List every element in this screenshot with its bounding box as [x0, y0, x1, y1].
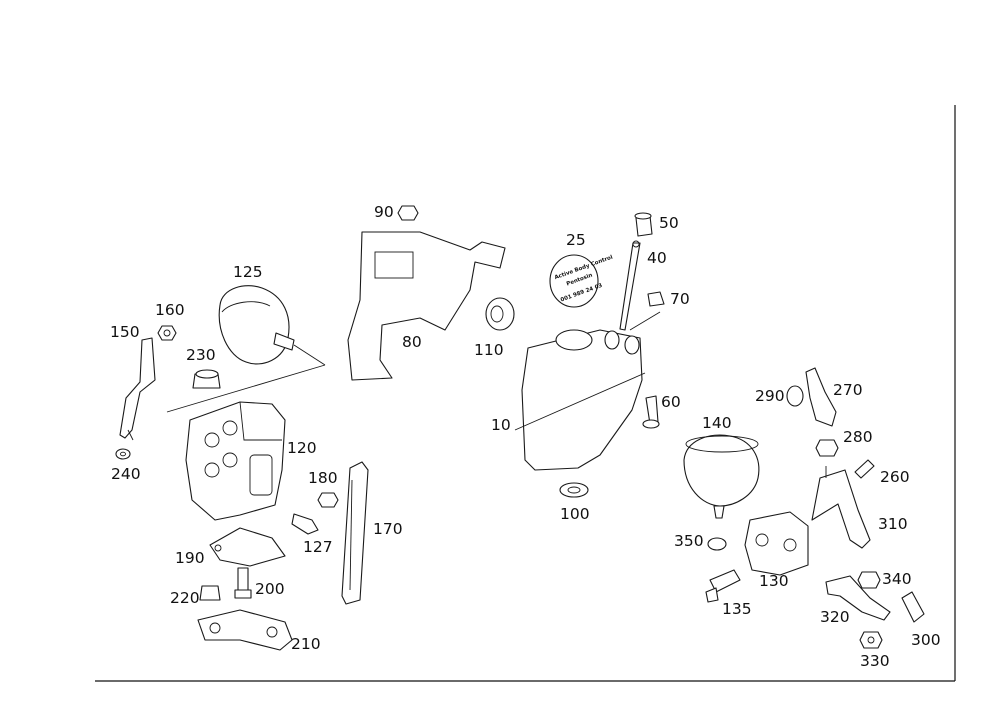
part-50-cap[interactable]: [634, 212, 653, 237]
part-120-valve-block[interactable]: [185, 401, 286, 521]
part-127-fitting[interactable]: [291, 513, 319, 535]
callout-190[interactable]: 190: [175, 549, 205, 567]
part-300-sensor[interactable]: [901, 591, 925, 623]
callout-230[interactable]: 230: [186, 346, 216, 364]
callout-170[interactable]: 170: [373, 520, 403, 538]
part-80-bracket[interactable]: [347, 231, 506, 381]
part-220-mount[interactable]: [199, 585, 221, 601]
callout-127[interactable]: 127: [303, 538, 333, 556]
callout-270[interactable]: 270: [833, 381, 863, 399]
callout-160[interactable]: 160: [155, 301, 185, 319]
callout-310[interactable]: 310: [878, 515, 908, 533]
callout-300[interactable]: 300: [911, 631, 941, 649]
part-260-bolt[interactable]: [854, 459, 875, 479]
part-125-accumulator[interactable]: [166, 285, 326, 413]
part-240-washer[interactable]: [115, 448, 131, 460]
callout-40[interactable]: 40: [647, 249, 667, 267]
callout-80[interactable]: 80: [402, 333, 422, 351]
callout-320[interactable]: 320: [820, 608, 850, 626]
callout-340[interactable]: 340: [882, 570, 912, 588]
part-200-bolt[interactable]: [234, 567, 252, 599]
callout-60[interactable]: 60: [661, 393, 681, 411]
part-310-bracket[interactable]: [811, 466, 871, 549]
callout-330[interactable]: 330: [860, 652, 890, 670]
part-130-valve[interactable]: [744, 511, 809, 576]
callout-240[interactable]: 240: [111, 465, 141, 483]
callout-210[interactable]: 210: [291, 635, 321, 653]
callout-135[interactable]: 135: [722, 600, 752, 618]
callout-25[interactable]: 25: [566, 231, 586, 249]
part-25-cap-label[interactable]: Active Body Control Pentosin 001 989 24 …: [549, 254, 614, 308]
part-60-bolt[interactable]: [642, 395, 660, 429]
callout-90[interactable]: 90: [374, 203, 394, 221]
part-70-cap[interactable]: [629, 291, 665, 331]
part-110-grommet[interactable]: [485, 297, 515, 331]
callout-290[interactable]: 290: [755, 387, 785, 405]
callout-10[interactable]: 10: [491, 416, 511, 434]
callout-140[interactable]: 140: [702, 414, 732, 432]
part-190-plate[interactable]: [209, 527, 286, 567]
part-135-fitting[interactable]: [705, 569, 741, 603]
part-90-nut[interactable]: [397, 205, 419, 221]
part-280-nut[interactable]: [815, 439, 839, 457]
callout-50[interactable]: 50: [659, 214, 679, 232]
callout-130[interactable]: 130: [759, 572, 789, 590]
part-150-bracket[interactable]: [119, 337, 156, 441]
callout-220[interactable]: 220: [170, 589, 200, 607]
part-230-damper[interactable]: [192, 369, 221, 389]
part-350-washer[interactable]: [707, 537, 727, 551]
part-330-nut[interactable]: [859, 631, 883, 649]
callout-100[interactable]: 100: [560, 505, 590, 523]
callout-180[interactable]: 180: [308, 469, 338, 487]
part-140-accumulator[interactable]: [683, 434, 760, 519]
callout-70[interactable]: 70: [670, 290, 690, 308]
part-320-bracket[interactable]: [825, 575, 891, 621]
part-340-nut[interactable]: [857, 571, 881, 589]
callout-350[interactable]: 350: [674, 532, 704, 550]
callout-110[interactable]: 110: [474, 341, 504, 359]
callout-200[interactable]: 200: [255, 580, 285, 598]
part-210-carrier[interactable]: [197, 609, 293, 651]
part-270-bracket[interactable]: [805, 367, 837, 427]
callout-150[interactable]: 150: [110, 323, 140, 341]
part-290-washer[interactable]: [786, 385, 804, 407]
part-170-strap[interactable]: [341, 461, 369, 605]
callout-280[interactable]: 280: [843, 428, 873, 446]
part-180-nut[interactable]: [317, 492, 339, 508]
callout-260[interactable]: 260: [880, 468, 910, 486]
callout-125[interactable]: 125: [233, 263, 263, 281]
part-100-grommet[interactable]: [559, 482, 589, 498]
part-10-reservoir[interactable]: [514, 329, 646, 471]
part-160-nut[interactable]: [157, 325, 177, 341]
part-40-dipstick[interactable]: [619, 240, 641, 331]
callout-120[interactable]: 120: [287, 439, 317, 457]
